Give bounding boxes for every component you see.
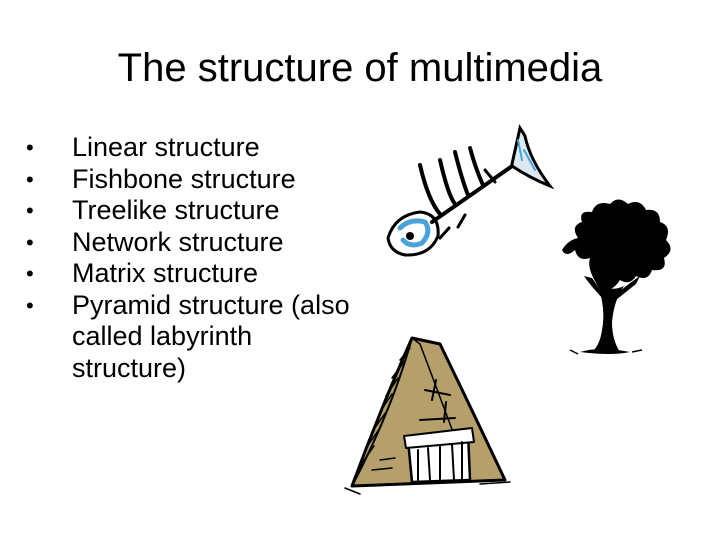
bullet-list: • Linear structure • Fishbone structure … (26, 132, 366, 384)
bullet-text: Network structure (72, 226, 284, 257)
slide-title: The structure of multimedia (117, 46, 603, 90)
bullet-item-matrix: • Matrix structure (26, 258, 366, 290)
bullet-marker: • (26, 198, 34, 223)
bullet-item-pyramid: • Pyramid structure (also called labyrin… (26, 290, 366, 385)
bullet-text: Pyramid structure (also called labyrinth… (72, 289, 350, 383)
bullet-marker: • (26, 261, 34, 286)
bullet-text: Matrix structure (72, 258, 259, 288)
bullet-item-fishbone: • Fishbone structure (26, 164, 366, 196)
bullet-marker: • (26, 166, 34, 192)
bullet-text: Fishbone structure (72, 163, 296, 194)
bullet-text: Treelike structure (72, 195, 280, 225)
bullet-marker: • (26, 135, 34, 160)
bullet-item-treelike: • Treelike structure (26, 195, 366, 227)
bullet-text: Linear structure (72, 132, 260, 162)
bullet-item-linear: • Linear structure (26, 132, 366, 164)
bullet-item-network: • Network structure (26, 227, 366, 259)
bullet-marker: • (26, 229, 34, 255)
bullet-marker: • (26, 292, 34, 318)
